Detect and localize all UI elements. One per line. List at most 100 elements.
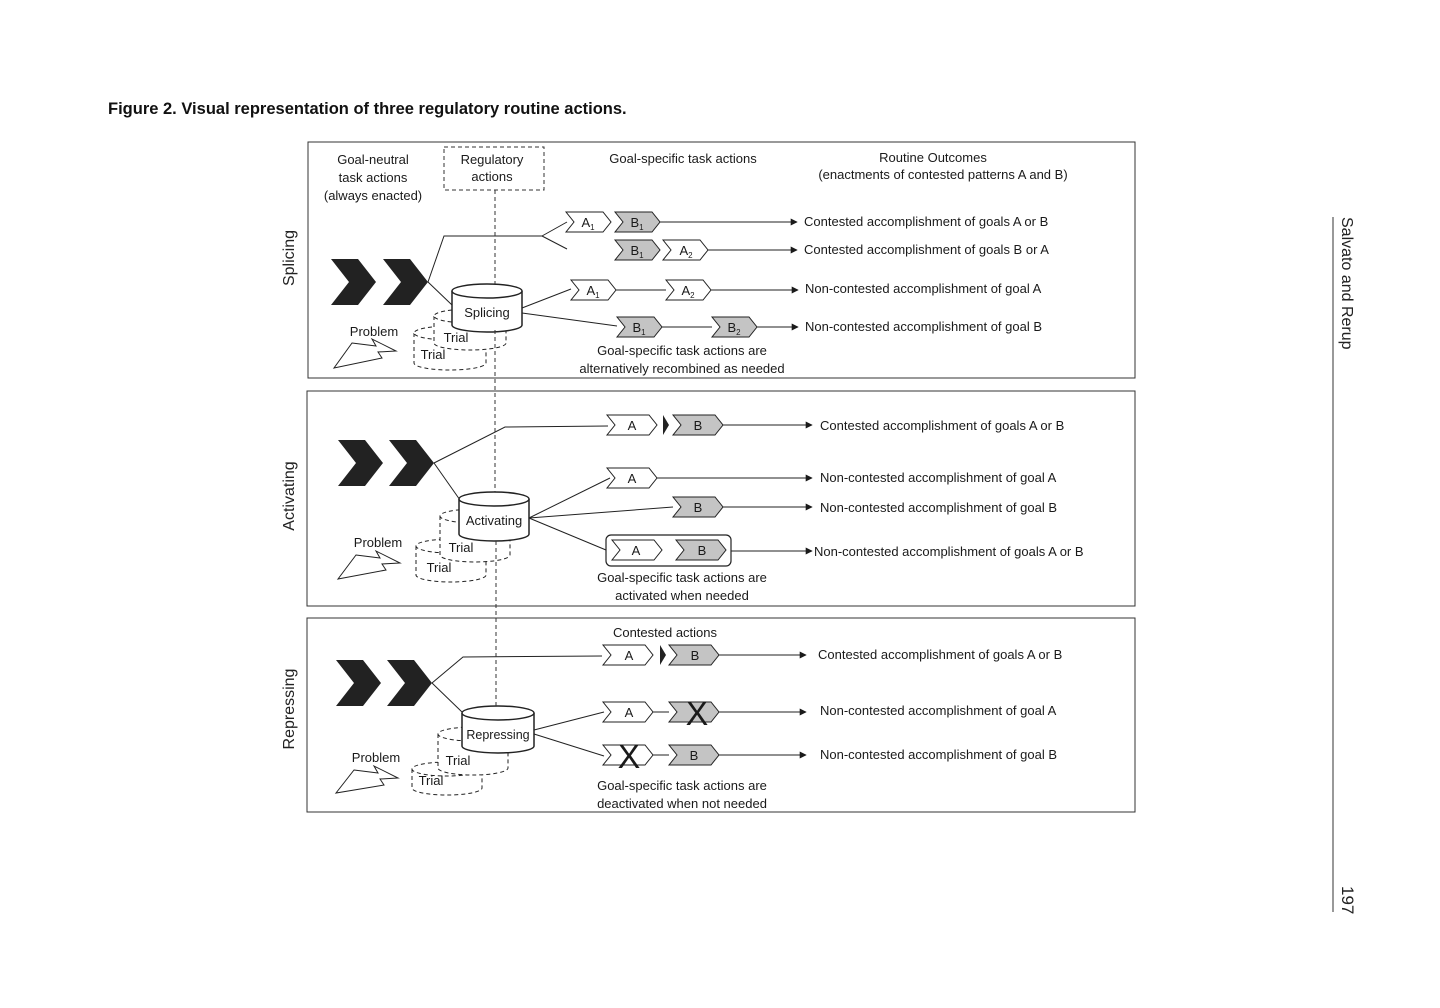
goal-neutral-action-chevron	[331, 259, 376, 305]
chevron-subscript: 2	[736, 328, 741, 337]
task-action-b-chevron	[710, 316, 758, 338]
outcome-text: Contested accomplishment of goals A or B	[818, 647, 1062, 662]
problem-label: Problem	[350, 324, 398, 339]
trial-label: Trial	[449, 540, 474, 555]
contest-marker-icon	[663, 415, 669, 435]
task-action-b-chevron	[674, 539, 727, 561]
repressing-side-label: Repressing	[281, 669, 298, 750]
outcome-text: Non-contested accomplishment of goal B	[820, 500, 1057, 515]
trial-label: Trial	[446, 753, 471, 768]
goal-neutral-header-line3: (always enacted)	[324, 188, 422, 203]
task-action-a-chevron	[601, 644, 654, 666]
panel-note-line1: Goal-specific task actions are	[597, 570, 767, 585]
splicing-cylinder-label: Splicing	[464, 305, 510, 320]
panel-note-line1: Goal-specific task actions are	[597, 778, 767, 793]
chevron-label-a: A	[628, 471, 637, 486]
chevron-subscript: 2	[690, 291, 695, 300]
chevron-label-b: B	[630, 243, 639, 258]
chevron-subscript: 1	[590, 223, 595, 232]
activating-cylinder-label: Activating	[466, 513, 522, 528]
splicing-side-label: Splicing	[281, 230, 298, 286]
chevron-label-b: B	[690, 748, 699, 763]
chevron-label-b: B	[691, 648, 700, 663]
task-action-a-chevron	[610, 539, 663, 561]
panel-note-line2: activated when needed	[615, 588, 749, 603]
task-action-b-chevron	[615, 316, 663, 338]
chevron-label-b: B	[698, 543, 707, 558]
chevron-subscript: 1	[639, 223, 644, 232]
task-action-a-chevron	[564, 211, 612, 233]
outcome-text: Non-contested accomplishment of goal A	[805, 281, 1042, 296]
svg-text:B2: B2	[727, 320, 741, 337]
outcomes-header-line1: Routine Outcomes	[879, 150, 987, 165]
repressing-panel: Repressing Trial Trial Repressing Proble…	[281, 617, 1136, 813]
lightning-icon	[336, 549, 402, 580]
svg-text:B1: B1	[630, 243, 644, 260]
svg-text:A1: A1	[581, 215, 595, 232]
outcome-text: Non-contested accomplishment of goal B	[805, 319, 1042, 334]
trial-label: Trial	[444, 330, 469, 345]
task-action-b-chevron	[667, 701, 720, 723]
chevron-label-b: B	[727, 320, 736, 335]
goal-neutral-action-chevron	[336, 660, 381, 706]
problem-label: Problem	[352, 750, 400, 765]
panel-note-line2: alternatively recombined as needed	[579, 361, 784, 376]
lightning-icon	[332, 337, 398, 369]
chevron-label-a: A	[625, 648, 634, 663]
problem-label: Problem	[354, 535, 402, 550]
svg-text:A2: A2	[681, 283, 695, 300]
chevron-label-a: A	[581, 215, 590, 230]
activating-side-label: Activating	[281, 461, 298, 530]
task-action-b-chevron	[613, 239, 661, 261]
trial-label: Trial	[419, 773, 444, 788]
chevron-label-b: B	[632, 320, 641, 335]
chevron-subscript: 1	[595, 291, 600, 300]
activating-cylinder: Activating	[458, 491, 530, 542]
contest-marker-icon	[660, 645, 666, 665]
task-action-b-chevron	[613, 211, 661, 233]
goal-neutral-action-chevron	[387, 660, 432, 706]
goal-neutral-header-line1: Goal-neutral	[337, 152, 409, 167]
repressed-x-mark: X	[618, 738, 641, 776]
chevron-label-a: A	[625, 705, 634, 720]
chevron-subscript: 2	[688, 251, 693, 260]
panel-note-line2: deactivated when not needed	[597, 796, 767, 811]
splicing-panel: Goal-neutral task actions (always enacte…	[281, 141, 1136, 379]
task-action-a-chevron	[605, 467, 658, 489]
task-action-b-chevron	[667, 644, 720, 666]
outcome-text: Contested accomplishment of goals B or A	[804, 242, 1049, 257]
svg-text:A1: A1	[586, 283, 600, 300]
task-action-b-chevron	[671, 414, 724, 436]
trial-label: Trial	[421, 347, 446, 362]
chevron-label-a: A	[586, 283, 595, 298]
svg-text:B1: B1	[630, 215, 644, 232]
chevron-label-b: B	[694, 500, 703, 515]
chevron-subscript: 1	[641, 328, 646, 337]
chevron-label-a: A	[681, 283, 690, 298]
running-head-authors: Salvato and Rerup	[1338, 217, 1355, 350]
task-action-a-chevron	[664, 279, 712, 301]
task-action-a-chevron	[605, 414, 658, 436]
outcomes-header-line2: (enactments of contested patterns A and …	[818, 167, 1067, 182]
trial-label: Trial	[427, 560, 452, 575]
chevron-label-b: B	[694, 418, 703, 433]
regulatory-header-line1: Regulatory	[461, 152, 524, 167]
outcome-text: Non-contested accomplishment of goals A …	[814, 544, 1084, 559]
page-number: 197	[1338, 886, 1357, 914]
task-action-b-chevron	[671, 496, 724, 518]
trial-stack: Trial Trial	[411, 726, 509, 796]
panel-note-line1: Goal-specific task actions are	[597, 343, 767, 358]
goal-neutral-action-chevron	[383, 259, 428, 305]
task-action-a-chevron	[569, 279, 617, 301]
goal-neutral-header-line2: task actions	[339, 170, 408, 185]
lightning-icon	[334, 764, 400, 794]
repressing-cylinder-label: Repressing	[466, 728, 529, 742]
task-action-a-chevron	[601, 744, 654, 766]
chevron-label-a: A	[628, 418, 637, 433]
goal-neutral-action-chevron	[338, 440, 383, 486]
goal-specific-header: Goal-specific task actions	[609, 151, 757, 166]
regulatory-header-line2: actions	[471, 169, 513, 184]
task-action-b-chevron	[667, 744, 720, 766]
svg-text:B1: B1	[632, 320, 646, 337]
